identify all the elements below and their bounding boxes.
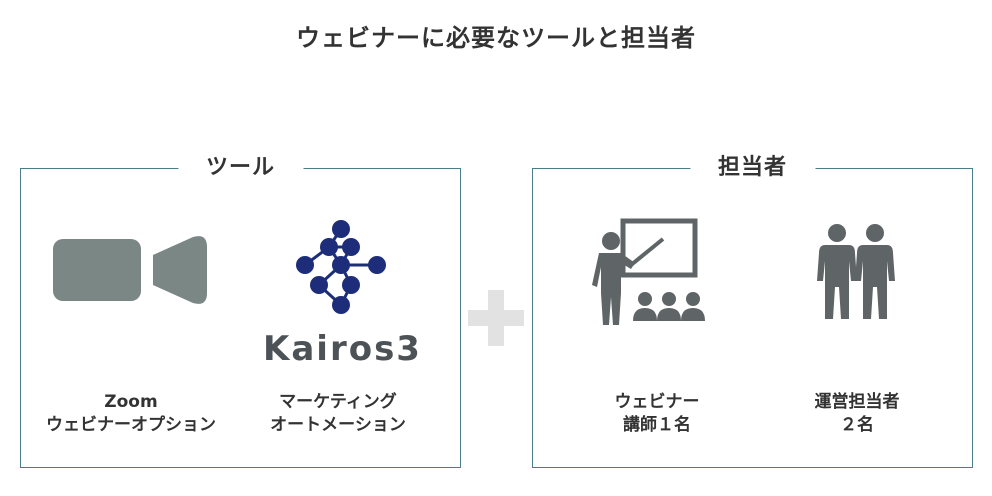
operators-caption-line2: ２名: [840, 415, 874, 435]
tools-panel-heading: ツール: [177, 151, 304, 185]
plus-icon: [466, 288, 526, 348]
kairos3-logo-text: Kairos3: [263, 329, 422, 369]
tools-panel: ツール Zoom ウェビナーオプション: [20, 151, 461, 468]
zoom-caption-line2: ウェビナーオプション: [46, 415, 216, 435]
two-people-icon: [815, 223, 899, 325]
operators-caption-line1: 運営担当者: [814, 392, 900, 412]
staff-panel-heading: 担当者: [689, 151, 816, 185]
presenter-icon: [589, 217, 713, 333]
lecturer-caption: ウェビナー 講師１名: [577, 391, 737, 437]
page-title: ウェビナーに必要なツールと担当者: [296, 24, 696, 52]
zoom-caption-line1: Zoom: [104, 392, 158, 412]
kairos3-logo-mark: [289, 219, 393, 323]
operators-caption: 運営担当者 ２名: [777, 391, 937, 437]
kairos-caption-line2: オートメーション: [270, 415, 406, 435]
video-camera-icon: [53, 233, 209, 313]
zoom-caption: Zoom ウェビナーオプション: [31, 391, 231, 437]
lecturer-caption-line1: ウェビナー: [614, 392, 700, 412]
lecturer-caption-line2: 講師１名: [623, 415, 691, 435]
staff-panel: 担当者 ウェビナー 講師１名: [532, 151, 973, 468]
kairos-caption-line1: マーケティング: [279, 392, 397, 412]
kairos-caption: マーケティング オートメーション: [253, 391, 423, 437]
